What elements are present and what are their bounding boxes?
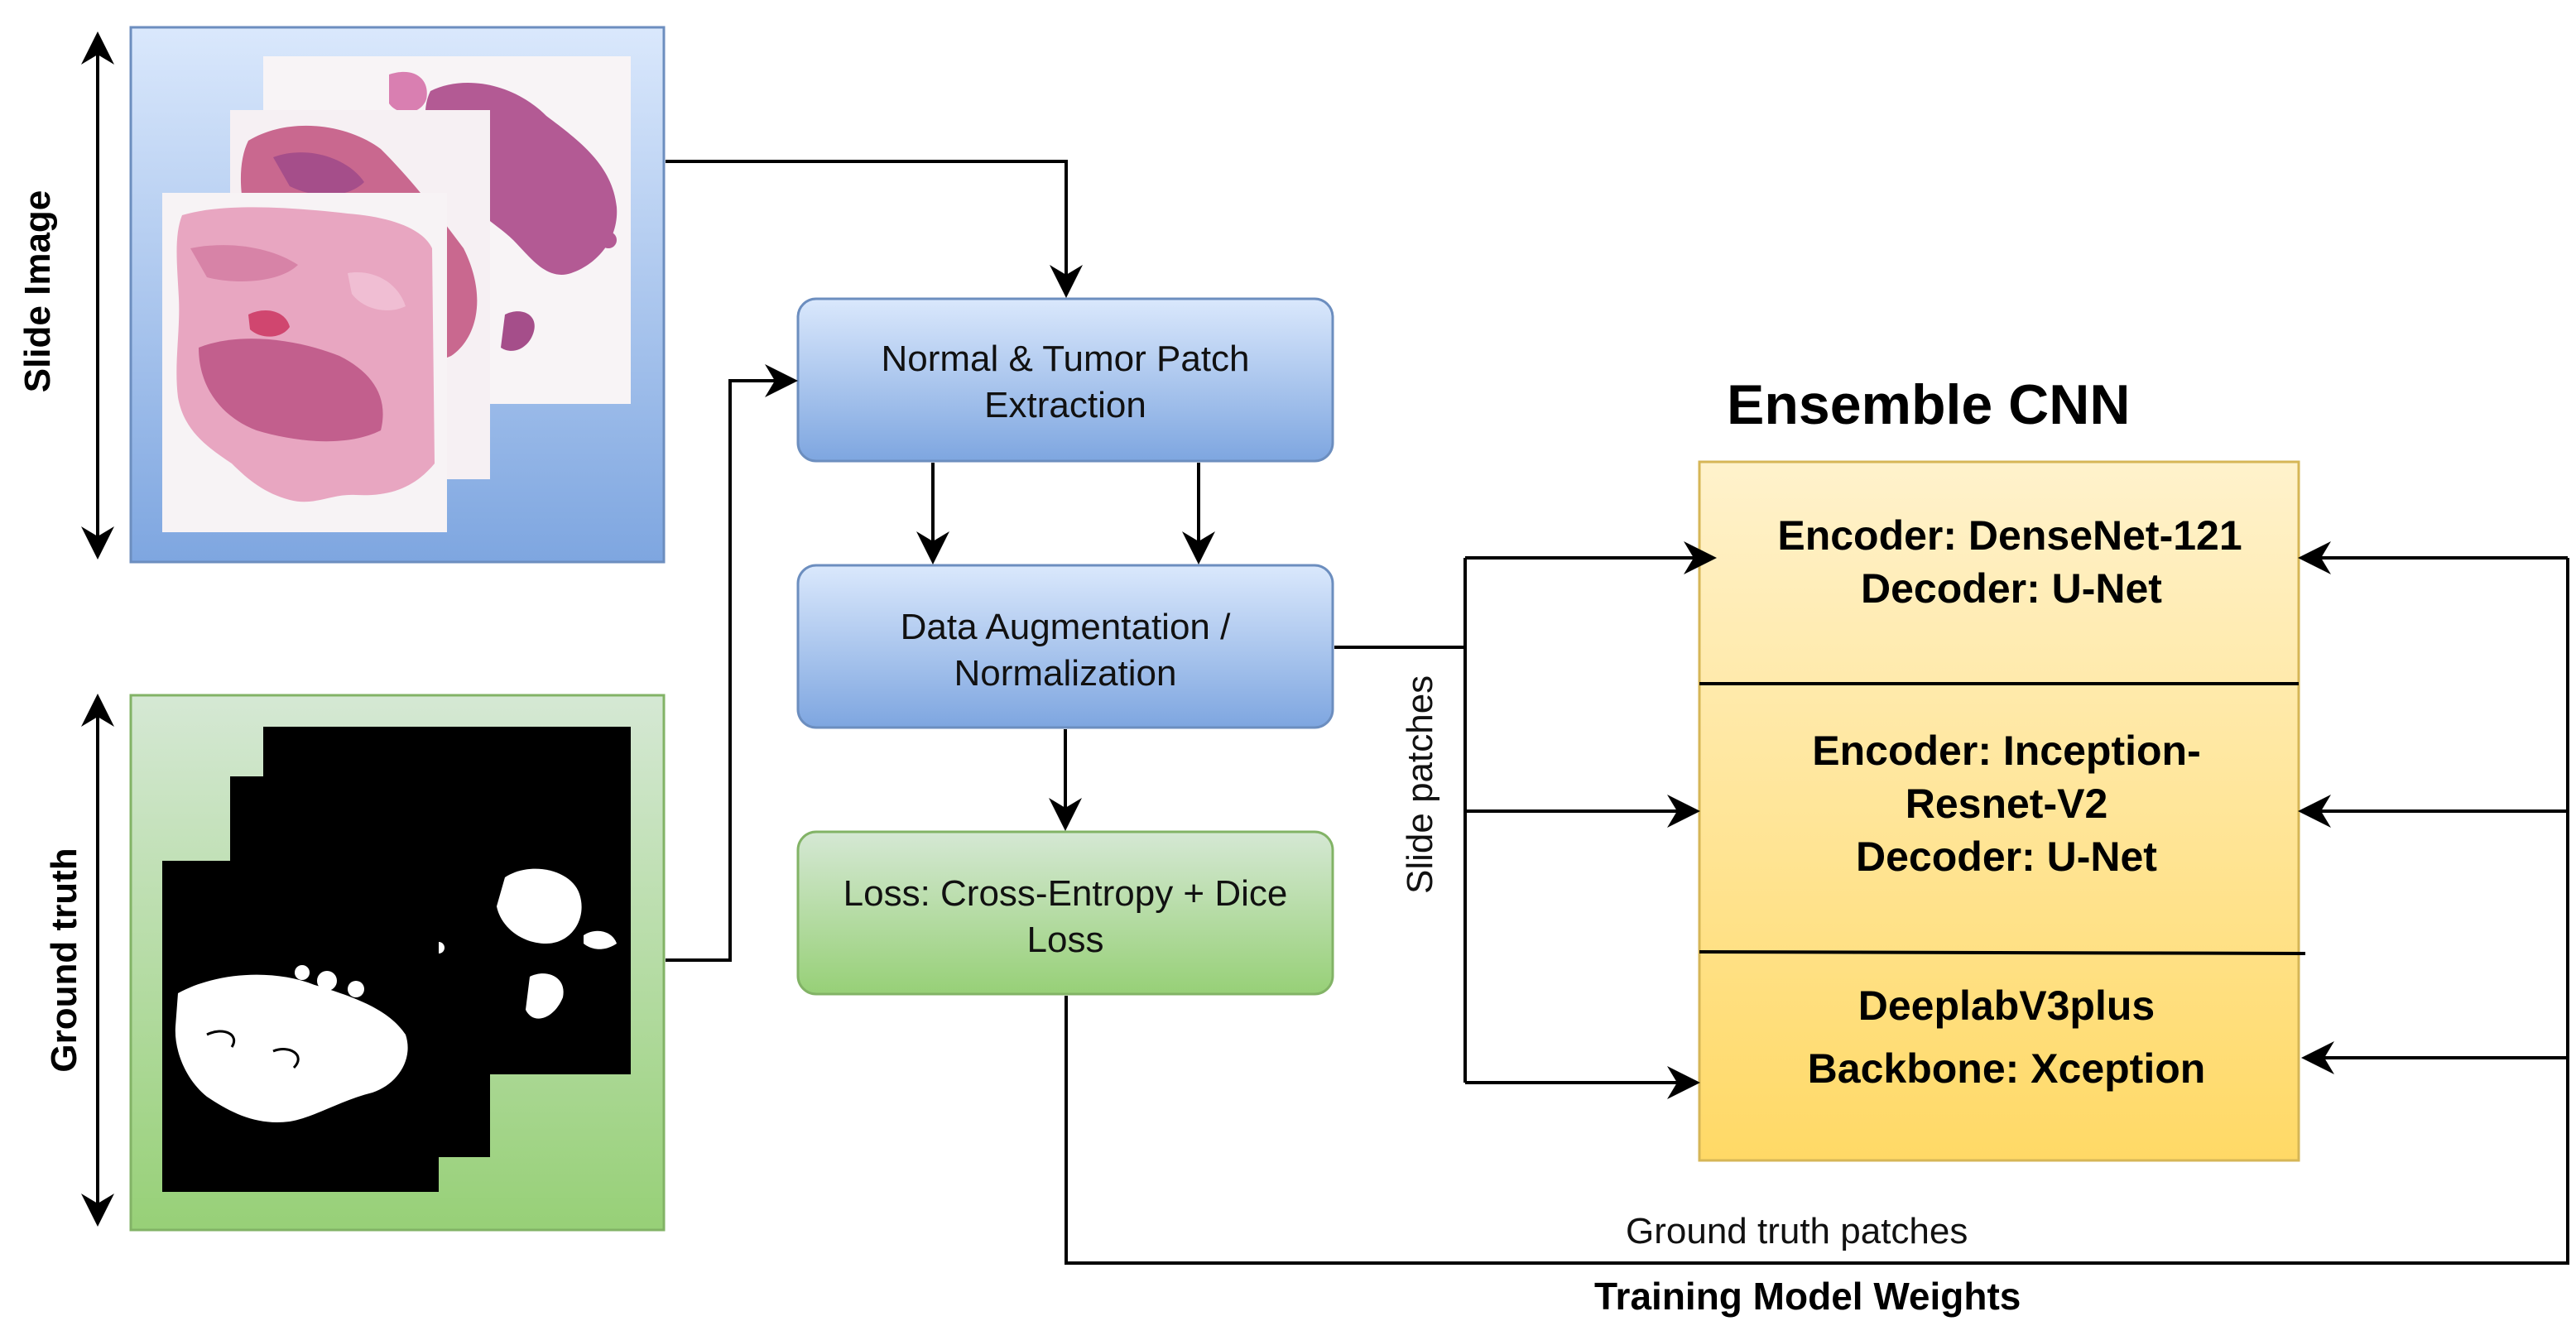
model-densenet: Encoder: DenseNet-121 Decoder: U-Net <box>1777 512 2242 612</box>
patch-extraction-line-2: Extraction <box>984 385 1146 425</box>
mask-thumbnail-front <box>162 861 439 1192</box>
training-weights-label: Training Model Weights <box>1594 1275 2021 1318</box>
edge-slide-to-extraction <box>666 160 1083 298</box>
loss-line-2: Loss <box>1027 920 1104 960</box>
augmentation-box: Data Augmentation / Normalization <box>796 564 1334 729</box>
model-inception: Encoder: Inception- Resnet-V2 Decoder: U… <box>1812 728 2200 880</box>
model-1-line-2: Decoder: U-Net <box>1861 565 2162 612</box>
ground-truth-patches-label: Ground truth patches <box>1626 1211 1968 1251</box>
augmentation-line-1: Data Augmentation / <box>901 607 1231 647</box>
patch-extraction-box: Normal & Tumor Patch Extraction <box>796 297 1334 463</box>
edge-truth-to-extraction <box>666 364 798 962</box>
ensemble-title: Ensemble CNN <box>1727 373 2130 436</box>
slide-image-label: Slide Image <box>17 190 58 393</box>
slide-patches-label: Slide patches <box>1400 675 1440 894</box>
ground-truth-panel <box>129 694 666 1232</box>
ensemble-box <box>1698 460 2306 1162</box>
edge-loss-feedback <box>1065 558 2569 1265</box>
model-2-line-1: Encoder: Inception- <box>1812 728 2200 774</box>
model-3-line-1: DeeplabV3plus <box>1858 982 2155 1029</box>
model-3-line-2: Backbone: Xception <box>1808 1045 2206 1092</box>
model-2-line-2: Resnet-V2 <box>1906 781 2108 827</box>
patch-extraction-line-1: Normal & Tumor Patch <box>881 339 1249 379</box>
augmentation-line-2: Normalization <box>954 653 1177 694</box>
loss-box: Loss: Cross-Entropy + Dice Loss <box>796 830 1334 996</box>
model-1-line-1: Encoder: DenseNet-121 <box>1777 512 2242 559</box>
loss-line-1: Loss: Cross-Entropy + Dice <box>843 873 1288 914</box>
model-deeplab: DeeplabV3plus Backbone: Xception <box>1808 982 2206 1092</box>
ground-truth-label: Ground truth <box>44 848 84 1072</box>
slide-thumbnail-front <box>162 193 447 532</box>
slide-image-panel <box>129 26 666 564</box>
model-2-line-3: Decoder: U-Net <box>1856 833 2157 880</box>
connectors <box>666 160 2569 1265</box>
